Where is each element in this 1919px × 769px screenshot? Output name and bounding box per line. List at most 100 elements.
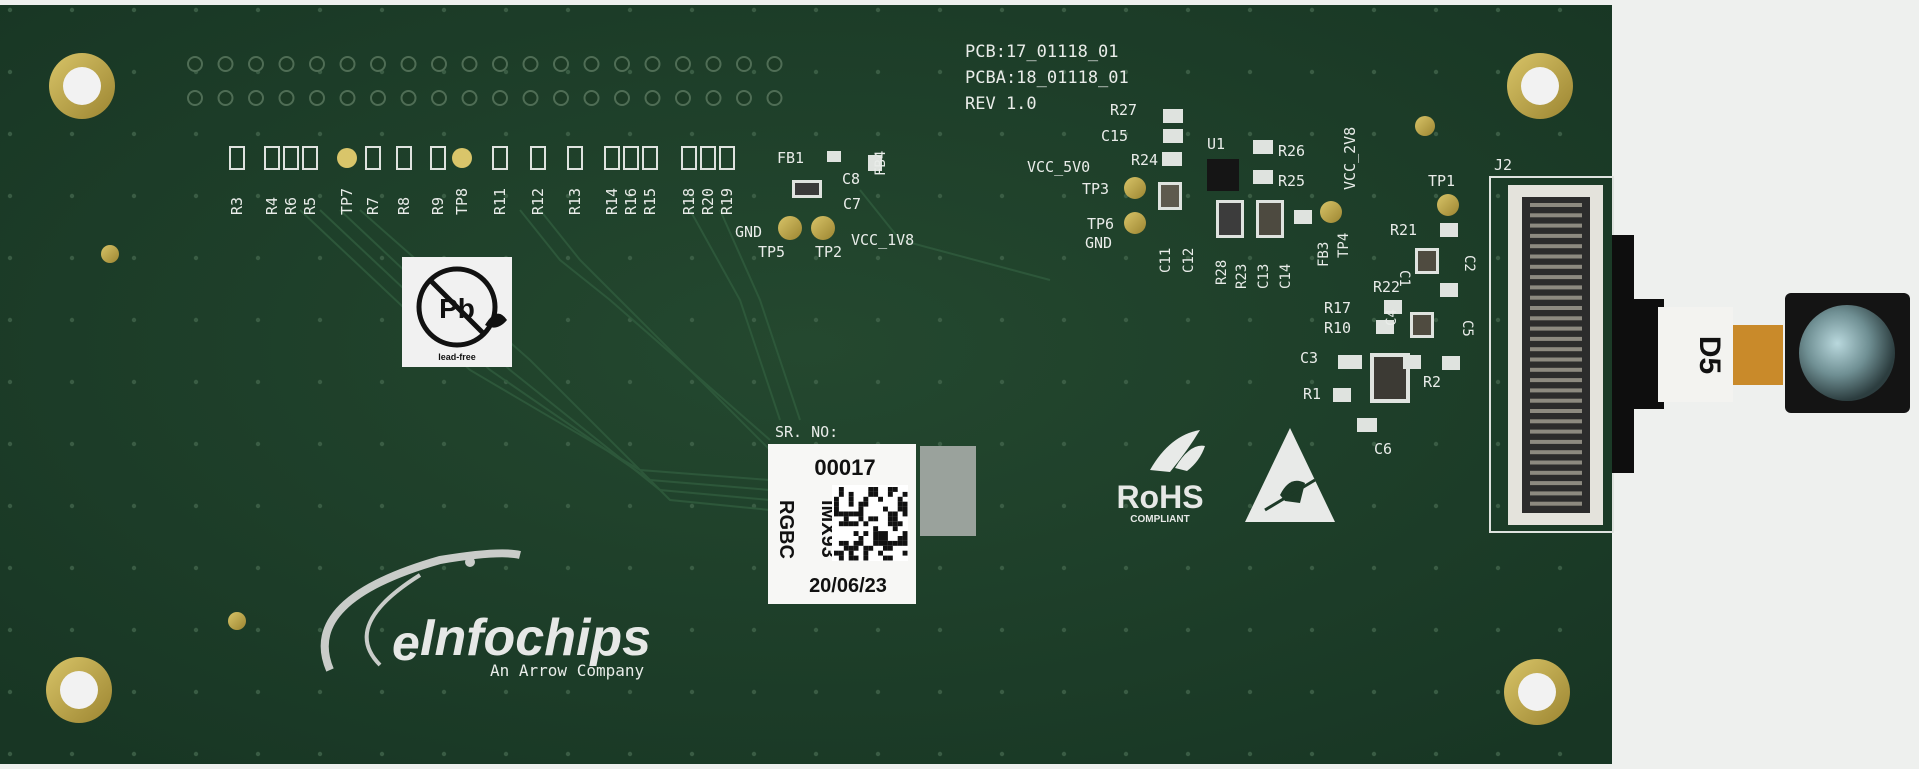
qr-module — [873, 531, 879, 536]
c15-label: C15 — [1101, 127, 1128, 145]
header-pin — [370, 90, 386, 106]
resistor-pad — [700, 146, 716, 170]
qr-module — [868, 545, 874, 551]
qr-module — [868, 516, 874, 522]
camera-flex-label: D5 — [1693, 336, 1726, 374]
qr-module — [902, 540, 908, 546]
serial-variant: RGBC — [775, 500, 797, 559]
r26-label: R26 — [1278, 142, 1305, 160]
header-pin — [675, 90, 691, 106]
qr-module — [897, 540, 903, 546]
qr-module — [902, 506, 908, 512]
header-pin — [492, 56, 508, 72]
resistor-label: R14 — [603, 188, 621, 215]
connector-pin — [1530, 347, 1582, 352]
c11-label: C11 — [1158, 248, 1174, 273]
header-pin — [339, 56, 356, 72]
qr-module — [892, 516, 898, 522]
header-pin — [187, 56, 203, 72]
qr-module — [838, 487, 844, 492]
header-pin — [400, 56, 417, 72]
pb-free-caption: lead-free — [438, 352, 476, 362]
qr-module — [873, 491, 879, 497]
header-pin — [736, 56, 752, 72]
fb3-label: FB3 — [1316, 242, 1332, 267]
header-pin — [370, 56, 386, 72]
c12-label: C12 — [1181, 248, 1197, 273]
gold-via — [1415, 116, 1435, 136]
header-pin — [309, 56, 325, 72]
resistor-pad — [283, 146, 299, 170]
connector-pin — [1530, 336, 1582, 341]
pcb-number: PCB:17_01118_01 — [965, 42, 1119, 62]
header-pin — [583, 56, 600, 72]
tp6-label: TP6 — [1087, 215, 1114, 233]
r24-label: R24 — [1131, 151, 1158, 169]
camera-lens — [1799, 305, 1895, 401]
header-pin — [461, 56, 478, 72]
qr-module — [858, 536, 864, 541]
header-pin — [705, 90, 722, 106]
qr-module — [848, 511, 854, 517]
connector-pin — [1530, 439, 1582, 444]
header-pin — [339, 90, 356, 106]
qr-module — [892, 487, 898, 492]
tp4-label: TP4 — [1336, 233, 1352, 258]
pb-free-logo: Pb lead-free — [402, 257, 512, 367]
qr-module — [873, 526, 879, 532]
resistor-label: R12 — [529, 188, 547, 215]
tp1-label: TP1 — [1428, 172, 1455, 190]
qr-module — [883, 506, 888, 512]
connector-pin — [1530, 357, 1582, 362]
header-pin — [766, 56, 783, 72]
qr-module — [863, 550, 869, 556]
connector-pin — [1530, 223, 1582, 228]
qr-module — [902, 501, 908, 507]
qr-module — [902, 491, 908, 497]
resistor-pad — [642, 146, 658, 170]
c1-label: C1 — [1396, 270, 1412, 287]
connector-pin — [1530, 203, 1582, 207]
qr-module — [878, 550, 883, 556]
qr-module — [887, 511, 893, 517]
resistor-pad — [530, 146, 546, 170]
header-pin — [614, 56, 630, 72]
components-middle: FB1 FB4 C8 C7 GND TP5 TP2 VCC_1V8 — [735, 149, 914, 261]
qr-module — [883, 545, 888, 551]
qr-module — [853, 521, 859, 527]
j2-connector: J2 — [1489, 156, 1614, 533]
qr-module — [853, 555, 859, 561]
tp3-label: TP3 — [1082, 180, 1109, 198]
qr-module — [848, 550, 854, 556]
resistor-label: TP7 — [338, 188, 356, 215]
resistor-label: R11 — [491, 188, 509, 215]
connector-components: TP1 R21 C1 C2 R22 R17 R10 C4 C5 C3 R1 R2… — [1300, 172, 1477, 458]
resistor-pad — [681, 146, 697, 170]
r21-label: R21 — [1390, 221, 1417, 239]
header-pin — [644, 90, 661, 106]
tp2-label: TP2 — [815, 243, 842, 261]
resistor-label: R7 — [364, 197, 382, 215]
power-section: R27 C15 R24 U1 R26 R25 VCC_5V0 TP3 TP6 G… — [1027, 101, 1359, 289]
qr-module — [868, 487, 874, 492]
qr-module — [848, 496, 854, 502]
r10-label: R10 — [1324, 319, 1351, 337]
rohs-subtitle: COMPLIANT — [1130, 514, 1189, 525]
c2-label: C2 — [1461, 255, 1477, 272]
resistor-label: R18 — [680, 188, 698, 215]
connector-pin — [1530, 409, 1582, 413]
gnd-right-label: GND — [1085, 234, 1112, 252]
c4-label: C4 — [1384, 309, 1400, 326]
qr-module — [887, 540, 893, 546]
resistor-pad — [567, 146, 583, 170]
c13-label: C13 — [1256, 264, 1272, 289]
qr-module — [863, 521, 869, 527]
header-pin — [736, 90, 752, 106]
header-pin — [675, 56, 691, 72]
header-pin — [217, 56, 234, 72]
resistor-pad — [302, 146, 318, 170]
resistor-pad — [229, 146, 245, 170]
qr-module — [887, 521, 893, 527]
connector-pin — [1530, 306, 1582, 310]
connector-pin — [1530, 501, 1582, 506]
